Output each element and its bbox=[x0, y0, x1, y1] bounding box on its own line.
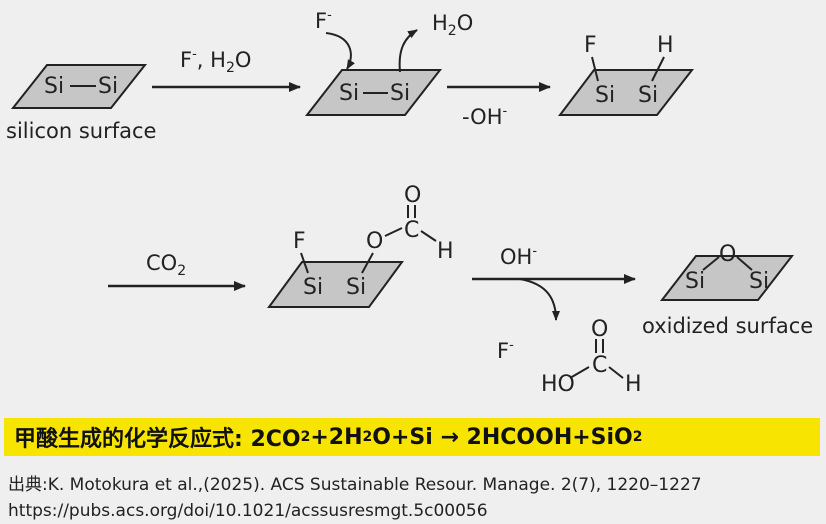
citation-reference: 出典:K. Motokura et al.,(2025). ACS Sustai… bbox=[8, 475, 702, 495]
bridging-oxygen: O bbox=[719, 242, 736, 267]
release-arrow bbox=[519, 278, 560, 321]
step2: -OH- bbox=[447, 82, 551, 129]
hydrogen-atom: H bbox=[657, 33, 674, 58]
oxidized-surface: Si Si O oxidized surface bbox=[642, 242, 813, 338]
attack-arrow bbox=[325, 32, 355, 70]
step1: F-, H2O bbox=[152, 47, 301, 92]
silicon-surface-caption: silicon surface bbox=[6, 119, 156, 143]
si-atom-right: Si bbox=[638, 83, 658, 108]
si-atom-right: Si bbox=[749, 269, 769, 294]
si-atom-right: Si bbox=[98, 74, 118, 99]
si-atom-left: Si bbox=[44, 74, 64, 99]
surface-plate bbox=[659, 255, 795, 301]
si-o-bond bbox=[361, 252, 374, 274]
si-atom-right: Si bbox=[390, 81, 410, 106]
fluorinated-surface: Si Si F H bbox=[557, 33, 695, 116]
source-citation: 出典:K. Motokura et al.,(2025). ACS Sustai… bbox=[8, 472, 822, 524]
si-atom-left: Si bbox=[303, 275, 323, 300]
released-fluoride: F- bbox=[497, 338, 514, 363]
si-atom-left: Si bbox=[685, 269, 705, 294]
silicon-surface: Si Si silicon surface bbox=[6, 64, 156, 143]
equation-text: +2H bbox=[310, 424, 363, 450]
carbon-atom: C bbox=[592, 353, 607, 378]
hydroxide-byproduct: -OH- bbox=[462, 104, 507, 129]
fluoride-attack-surface: Si Si F- H2O bbox=[304, 8, 473, 116]
formyl-hydrogen: H bbox=[625, 372, 642, 397]
si-h-bond bbox=[651, 56, 665, 82]
si-f-bond bbox=[591, 56, 599, 82]
incoming-fluoride: F- bbox=[315, 8, 332, 33]
citation-url[interactable]: https://pubs.acs.org/doi/10.1021/acssusr… bbox=[8, 501, 488, 521]
fluorine-atom: F bbox=[584, 33, 597, 58]
carbon-atom: C bbox=[404, 218, 419, 243]
leaving-water: H2O bbox=[432, 11, 473, 39]
ho-c-bond bbox=[569, 366, 590, 379]
step4: OH- F- bbox=[472, 244, 636, 363]
c-h-bond bbox=[420, 230, 437, 242]
oxidized-surface-caption: oxidized surface bbox=[642, 314, 813, 338]
reaction-scheme: Si Si silicon surface F-, H2O Si Si F- H… bbox=[6, 8, 813, 397]
ester-oxygen: O bbox=[366, 229, 383, 254]
si-atom-right: Si bbox=[346, 275, 366, 300]
surface-plate bbox=[267, 261, 404, 308]
si-o-bond-left bbox=[702, 256, 720, 271]
hydroxyl-group: HO bbox=[541, 372, 575, 397]
leaving-arrow bbox=[398, 29, 418, 73]
co2-reagent: CO2 bbox=[146, 251, 186, 279]
equation-text: 甲酸生成的化学反应式: 2CO bbox=[14, 427, 301, 452]
c-h-bond bbox=[608, 366, 624, 379]
hydroxide-reagent: OH- bbox=[500, 244, 537, 269]
carbonyl-oxygen: O bbox=[404, 183, 421, 208]
formyl-hydrogen: H bbox=[437, 239, 454, 264]
step1-reagents: F-, H2O bbox=[180, 47, 251, 76]
si-o-bond-right bbox=[736, 256, 753, 271]
fluorine-atom: F bbox=[293, 229, 306, 254]
formate-surface: Si Si F O C O H bbox=[267, 183, 454, 308]
si-f-bond bbox=[300, 252, 309, 274]
surface-plate bbox=[557, 69, 695, 116]
si-atom-left: Si bbox=[339, 81, 359, 106]
carbonyl-oxygen: O bbox=[591, 317, 608, 342]
si-atom-left: Si bbox=[595, 83, 615, 108]
formic-acid: O C HO H bbox=[541, 317, 642, 397]
step3: CO2 bbox=[108, 251, 246, 291]
o-c-bond bbox=[384, 227, 403, 237]
equation-text: O+Si → 2HCOOH+SiO bbox=[372, 424, 633, 450]
